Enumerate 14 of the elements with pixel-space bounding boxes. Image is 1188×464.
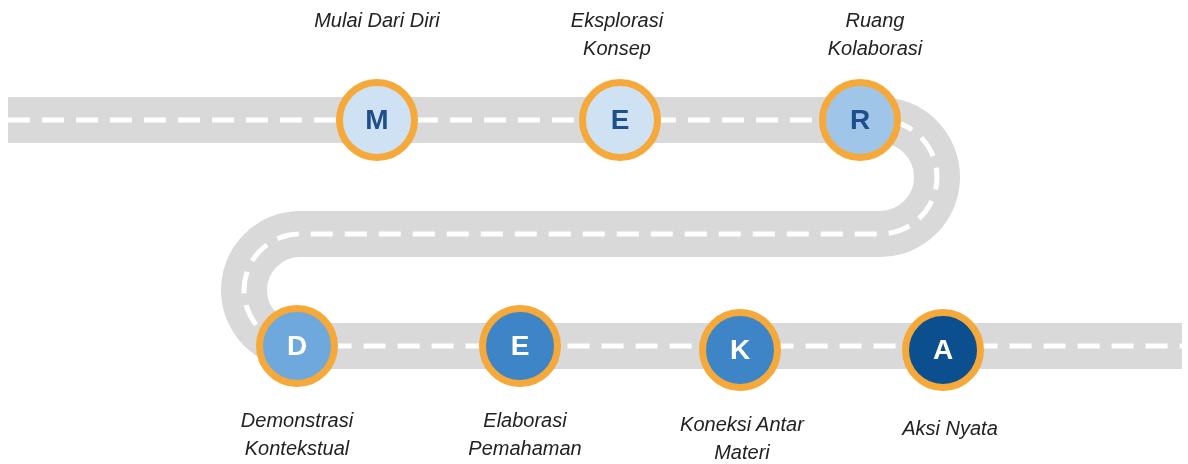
step-caption: Aksi Nyata — [900, 416, 999, 441]
milestone-circle: K — [699, 309, 781, 391]
step-caption: Mulai Dari Diri — [313, 8, 441, 33]
milestone-circle: R — [819, 79, 901, 161]
step-caption: Eksplorasi Konsep — [569, 8, 665, 61]
step-caption: Koneksi Antar Materi — [679, 412, 806, 464]
milestone-circle: E — [579, 79, 661, 161]
milestone-circle: A — [902, 309, 984, 391]
step-caption: Demonstrasi Kontekstual — [239, 408, 355, 461]
milestone-circle: M — [336, 79, 418, 161]
milestone-circle: E — [479, 305, 561, 387]
milestone-circle: D — [256, 305, 338, 387]
step-caption: Elaborasi Pemahaman — [467, 408, 583, 461]
step-caption: Ruang Kolaborasi — [826, 8, 924, 61]
